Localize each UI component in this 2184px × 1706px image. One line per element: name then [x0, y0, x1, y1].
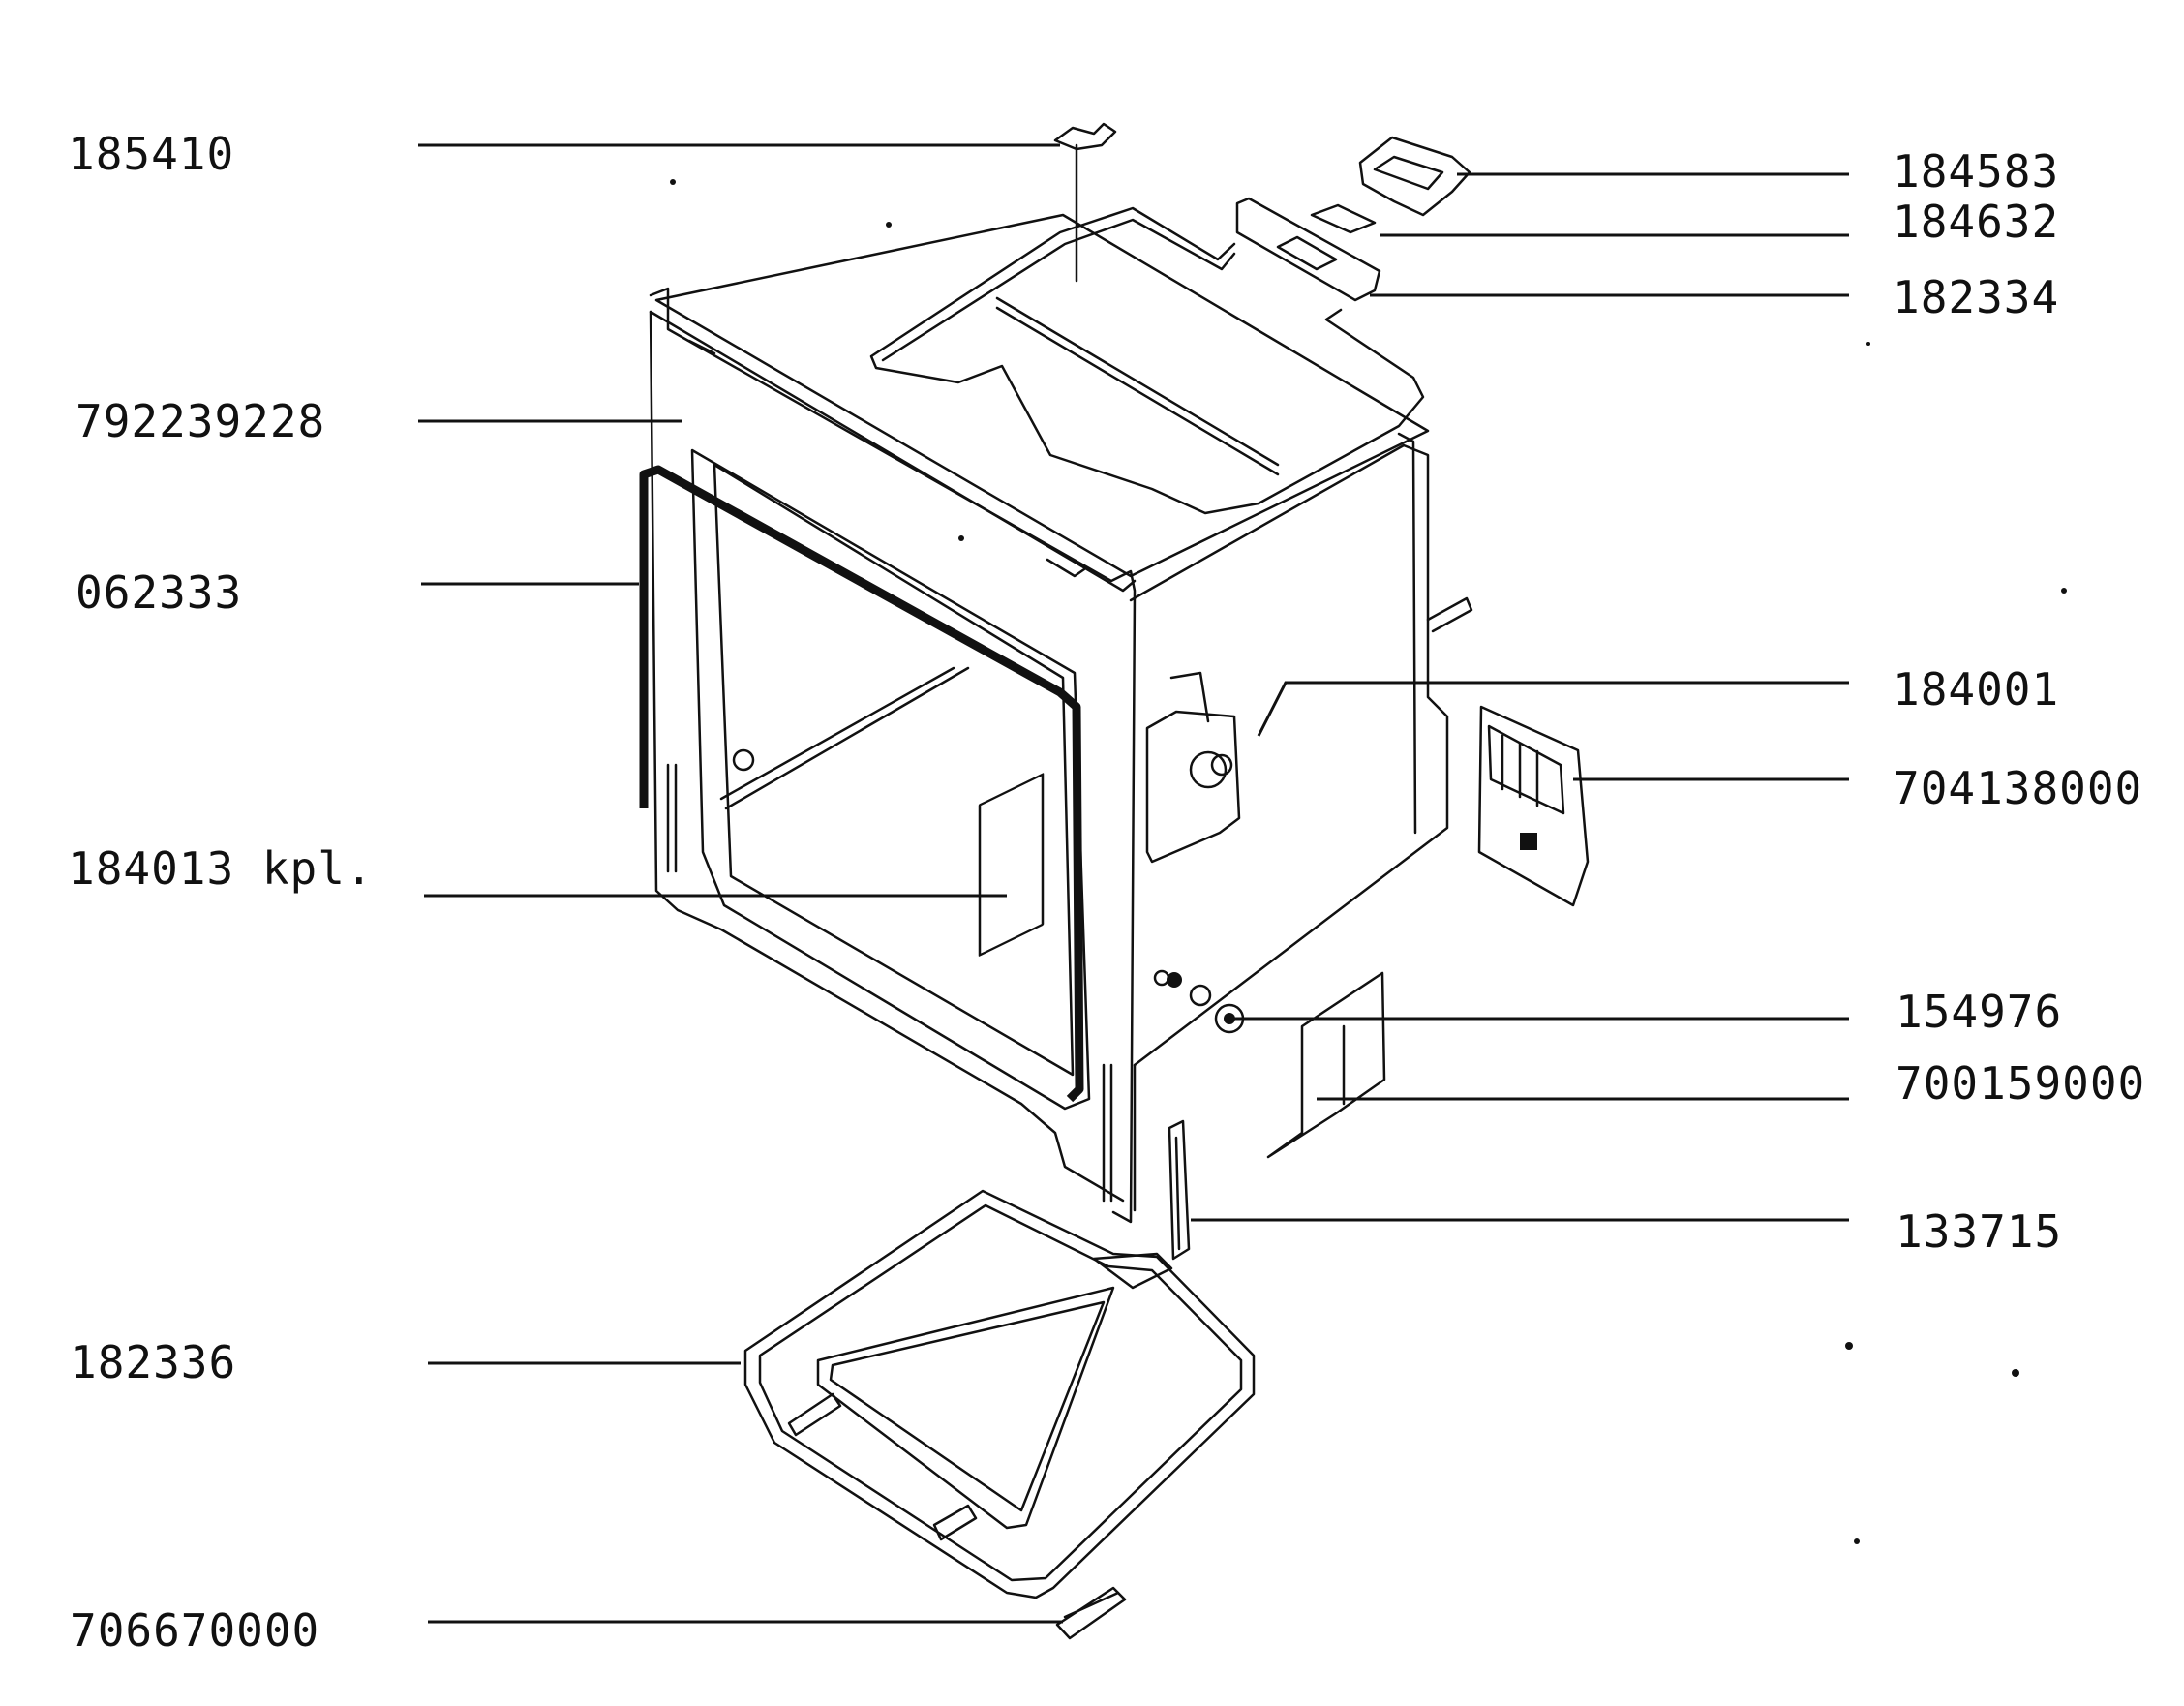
bottom-heating-element: [743, 1189, 1256, 1599]
top-clip-part: [1053, 122, 1117, 283]
cover-plate: [1266, 971, 1386, 1159]
label-184013-kpl: 184013 kpl.: [68, 842, 374, 895]
label-182336: 182336: [70, 1336, 237, 1388]
label-184583: 184583: [1893, 145, 2060, 198]
label-704138000: 704138000: [1893, 762, 2143, 814]
label-706670000: 706670000: [70, 1604, 320, 1657]
leader-lines: [418, 143, 1849, 1624]
bushing-parts: [1167, 972, 1245, 1034]
label-062333: 062333: [76, 566, 243, 619]
label-133715: 133715: [1896, 1205, 2063, 1258]
thermostat-part: [1145, 671, 1241, 864]
top-heating-element: [869, 206, 1425, 515]
oven-cavity: [649, 213, 1473, 1224]
bottom-clip-part: [1055, 1586, 1127, 1640]
scan-specks: [670, 179, 2067, 1544]
label-185410: 185410: [68, 128, 235, 180]
terminal-block: [1477, 705, 1590, 907]
bracket-part: [1168, 1119, 1191, 1261]
label-184001: 184001: [1893, 663, 2060, 716]
label-184632: 184632: [1893, 196, 2060, 248]
label-792239228: 792239228: [76, 395, 326, 447]
label-182334: 182334: [1893, 271, 2060, 323]
label-700159000: 700159000: [1896, 1057, 2146, 1110]
door-gasket: [639, 465, 1084, 1103]
label-154976: 154976: [1896, 986, 2063, 1038]
top-connector-parts: [1235, 136, 1471, 302]
